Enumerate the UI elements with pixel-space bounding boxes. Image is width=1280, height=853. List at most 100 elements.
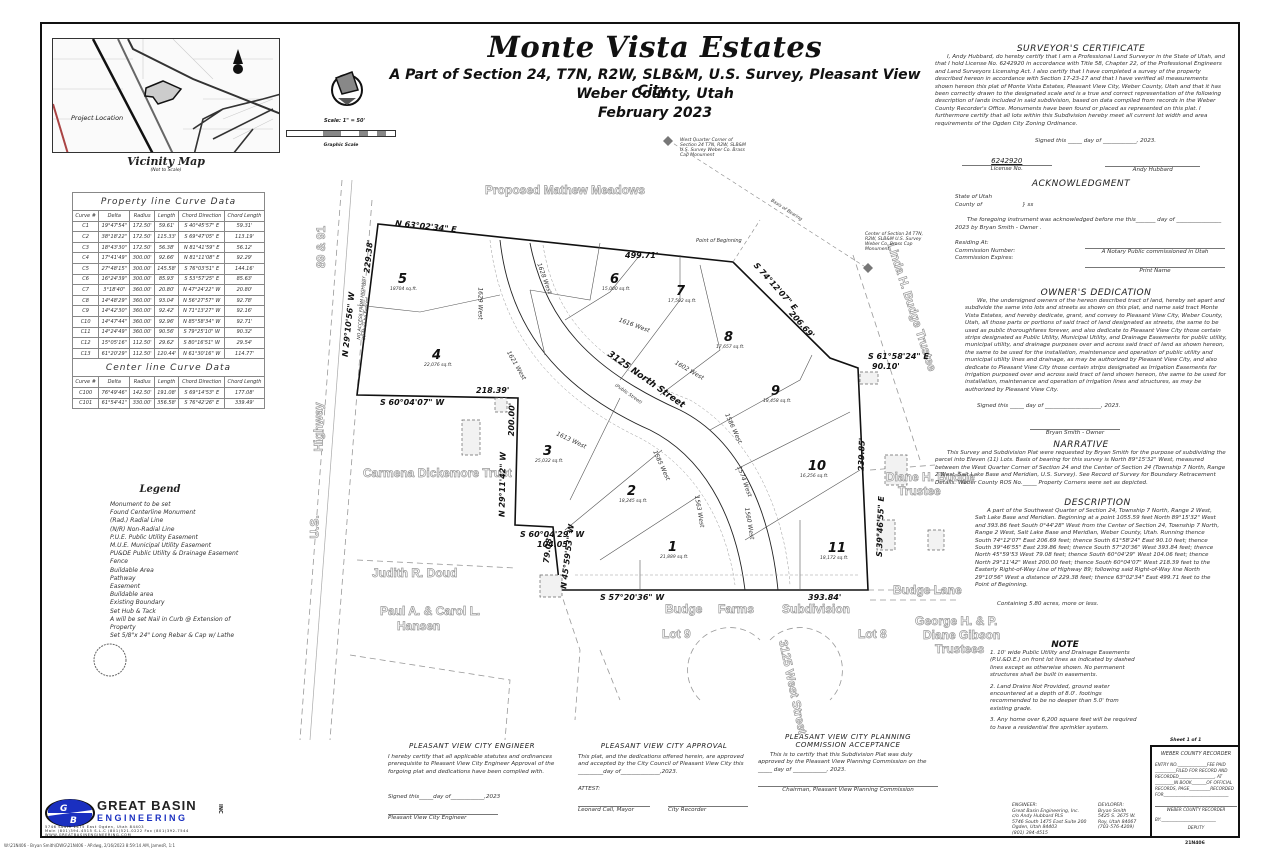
engineer-line: c/o Andy Hubbard PLS (1012, 814, 1064, 820)
narrative: NARRATIVE This Survey and Subdivision Pl… (935, 440, 1227, 487)
monument-icon (663, 136, 873, 273)
project-location-label: Project Location (71, 114, 124, 122)
cell: 14°24'49" (98, 326, 131, 339)
notes-title: NOTE (1051, 640, 1079, 650)
lot-number: 4 (432, 348, 442, 363)
engineer-line: 5746 South 1475 East Suite 200 (1012, 819, 1087, 825)
legend-item: Existing Boundary (110, 599, 165, 607)
highway-lines (309, 179, 353, 741)
legend-item: A will be set Nail in Curb @ Extension o… (110, 615, 231, 632)
ack-title: ACKNOWLEDGMENT (1031, 179, 1131, 190)
cell: 92.16' (223, 305, 266, 317)
company-web: WWW.GREATBASINENGINEERING.COM (45, 833, 132, 838)
legend-item: Buildable Area (110, 566, 154, 574)
lot-area: 18,245 sq.ft. (619, 499, 648, 504)
legend-item: (N/R) Non-Radial Line (110, 525, 175, 533)
distance-sw2: 104.05' (537, 540, 571, 549)
engineer-line: Great Basin Engineering, Inc. (1012, 808, 1080, 814)
cell: C7 (71, 284, 100, 296)
cell: 14°48'29" (98, 294, 131, 307)
company-name-1: GREAT BASIN (97, 798, 197, 813)
developer-line: 5425 S. 3675 W. (1098, 814, 1136, 820)
existing-building-icon (461, 371, 945, 598)
neighbor-boundaries (299, 179, 960, 741)
vicinity-map: Project Location (52, 38, 280, 153)
attest-label: ATTEST: (578, 786, 601, 793)
recorder-line: RECORDS, PAGE__________RECORDED (1155, 786, 1235, 792)
neighbor-lot-8: Lot 8 (858, 627, 887, 642)
lot-area: 18704 sq.ft. (390, 287, 418, 292)
city-approval-text: This plat, and the dedications offered h… (578, 754, 744, 775)
page-title: Monte Vista Estates (487, 30, 823, 64)
planning-text: This is to certify that this Subdivision… (758, 752, 927, 773)
distance-north: 499.71' (625, 251, 659, 260)
lot-area: 17,502 sq.ft. (668, 299, 697, 304)
north-arrow-icon (331, 71, 363, 106)
easement-lines (489, 239, 860, 586)
neighbor-trustee: Trustee (898, 484, 941, 499)
company-name-2: ENGINEERING (97, 813, 188, 823)
legend-item: Set Hub & Tack (110, 607, 156, 615)
recorder-by: BY:__________________________ (1155, 817, 1216, 823)
neighbor-george: George H. & P. (915, 614, 998, 629)
ack-commission-expires: Commission Expires: (955, 254, 1014, 261)
cell: C12 (71, 337, 100, 349)
city-engineer-block: PLEASANT VIEW CITY ENGINEER I hereby cer… (388, 742, 556, 821)
dedication-owner: Bryan Smith - Owner (1030, 428, 1120, 436)
planning-signature: Chairman, Pleasant View Planning Commiss… (758, 786, 938, 793)
description-containing: Containing 5.80 acres, more or less. (997, 601, 1099, 608)
cell: 85.63' (223, 273, 266, 286)
lot-number: 11 (828, 541, 847, 556)
city-engineer-signed: Signed this_____day of____________,2023 (388, 794, 501, 801)
cell: 3°18'40" (98, 284, 131, 296)
dedication-signed: Signed this _____ day of _______________… (977, 403, 1121, 410)
cell: 92.29' (223, 252, 266, 264)
cell: 76°49'46" (98, 386, 131, 399)
distance-e1: 90.10' (872, 362, 900, 371)
description-title: DESCRIPTION (1064, 498, 1131, 508)
cell: 14°42'30" (98, 305, 131, 317)
neighbor-proposed-mathew-meadows: Proposed Mathew Meadows (485, 183, 646, 198)
recorder-line: __________FILED FOR RECORD AND (1155, 768, 1228, 774)
lot-number: 7 (676, 284, 686, 299)
cell: 14°47'44" (98, 315, 131, 328)
bearing-w1: N 29°11'42" W (497, 451, 508, 518)
basis-of-bearing-line (667, 139, 871, 271)
surveyor-title: SURVEYOR'S CERTIFICATE (1016, 44, 1146, 54)
distance-south: 393.84' (808, 593, 842, 602)
note-1: 1. 10' wide Public Utility and Drainage … (990, 650, 1135, 679)
lot-number: 2 (627, 484, 637, 499)
company-phone: Main (801)394-4515 S.L.C (801)521-0222 F… (45, 829, 189, 834)
surveyor-text: I, Andy Hubbard, do hereby certify that … (935, 54, 1225, 127)
lot-number: 1 (668, 540, 678, 555)
cell: C9 (71, 305, 100, 317)
scale-label: Scale: 1" = 50' (324, 118, 366, 124)
lot-area: 25,032 sq.ft. (535, 459, 564, 464)
engineer-line: ENGINEER: (1012, 803, 1038, 808)
developer-line: (703-576-4209) (1098, 825, 1135, 831)
legend-item: Pathway (110, 574, 136, 582)
highway-number-label: 89 & 91 (314, 225, 329, 269)
distance-w1: 200.00' (506, 402, 517, 437)
curve-table-title: Property line Curve Data (72, 192, 265, 211)
license-number: 6242920 (991, 157, 1023, 166)
vicinity-map-drawing (53, 39, 279, 152)
ack-commission-number: Commission Number: (955, 247, 1016, 254)
neighbor-paul-carol: Paul A. & Carol L. (380, 604, 481, 619)
column-header: Curve # (71, 376, 100, 388)
description-text: A part of the Southwest Quarter of Secti… (975, 508, 1220, 589)
cell: C6 (71, 273, 100, 286)
city-engineer-title: PLEASANT VIEW CITY ENGINEER (408, 742, 536, 750)
graphic-scale-label: Graphic Scale (323, 143, 359, 148)
city-engineer-text: I hereby certify that all applicable sta… (388, 754, 555, 775)
